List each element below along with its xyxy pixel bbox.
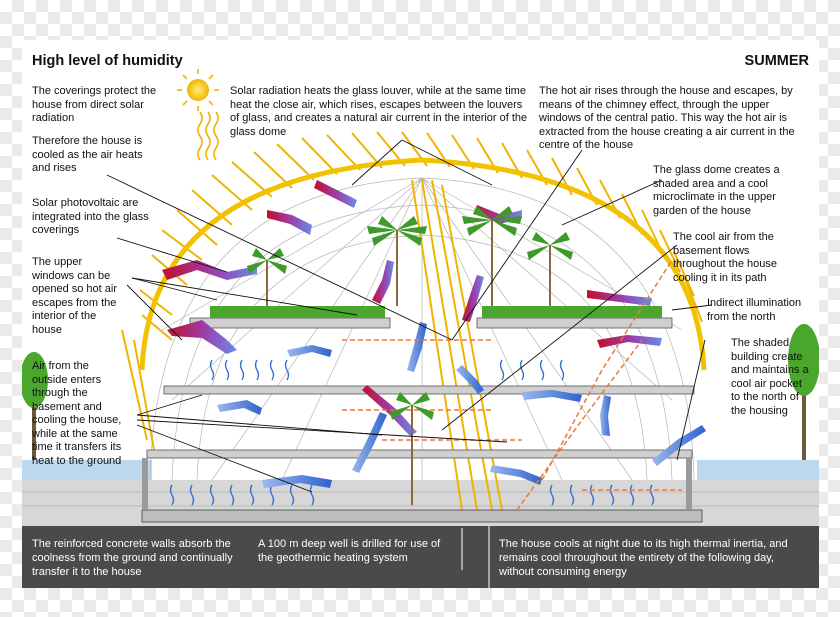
air-flow-arrow-icon xyxy=(597,335,662,348)
sun-arc xyxy=(139,157,707,371)
air-flow-arrow-icon xyxy=(362,385,417,436)
cool-air-squiggles xyxy=(169,359,655,506)
air-flow-arrow-icon xyxy=(462,275,484,322)
air-flow-arrow-icon xyxy=(587,290,652,306)
cool-air-flows xyxy=(217,322,706,488)
water-left xyxy=(22,460,152,482)
air-flow-arrow-icon xyxy=(372,260,394,304)
label-glass-louver: Solar radiation heats the glass louver, … xyxy=(230,85,528,138)
air-flow-arrow-icon xyxy=(314,180,357,208)
water-right xyxy=(697,460,819,482)
season-label: SUMMER xyxy=(744,53,809,69)
tree-icon xyxy=(788,324,819,460)
sun-icon xyxy=(177,69,219,161)
label-chimney: The hot air rises through the house and … xyxy=(539,85,795,151)
label-glass-dome: The glass dome creates a shaded area and… xyxy=(653,164,780,217)
label-shaded-building: The shaded building create and maintains… xyxy=(731,337,809,417)
label-indirect: Indirect illumination from the north xyxy=(707,297,802,323)
label-coverings: The coverings protect the house from dir… xyxy=(32,85,157,124)
label-upper-windows: The upper windows can be opened so hot a… xyxy=(32,256,118,336)
label-outside-air: Air from the outside enters through the … xyxy=(32,360,122,467)
palm-tree-icon xyxy=(462,206,522,306)
air-flow-arrow-icon xyxy=(267,210,312,235)
house-cross-section xyxy=(22,69,819,588)
footer-concrete: The reinforced concrete walls absorb the… xyxy=(32,538,233,578)
label-photovoltaic: Solar photovoltaic are integrated into t… xyxy=(32,197,149,236)
palm-tree-icon xyxy=(247,248,287,306)
label-cooled: Therefore the house is cooled as the air… xyxy=(32,135,143,174)
palm-tree-icon xyxy=(367,216,427,306)
palm-tree-icon xyxy=(390,392,434,505)
diagram-panel: High level of humidity SUMMER The coveri… xyxy=(22,40,819,588)
page-title: High level of humidity xyxy=(32,53,183,69)
leader-lines xyxy=(106,139,713,493)
house-structure xyxy=(141,306,703,523)
air-flow-arrow-icon xyxy=(167,320,237,354)
palm-tree-icon xyxy=(527,232,573,306)
footer-night: The house cools at night due to its high… xyxy=(499,538,788,578)
footer-well: A 100 m deep well is drilled for use of … xyxy=(258,538,441,564)
air-flow-arrow-icon xyxy=(162,260,257,280)
warm-air-flows xyxy=(162,180,662,436)
footer-bar xyxy=(22,526,819,588)
tree-icon xyxy=(22,352,48,460)
label-basement-air: The cool air from the basement flows thr… xyxy=(673,231,777,284)
